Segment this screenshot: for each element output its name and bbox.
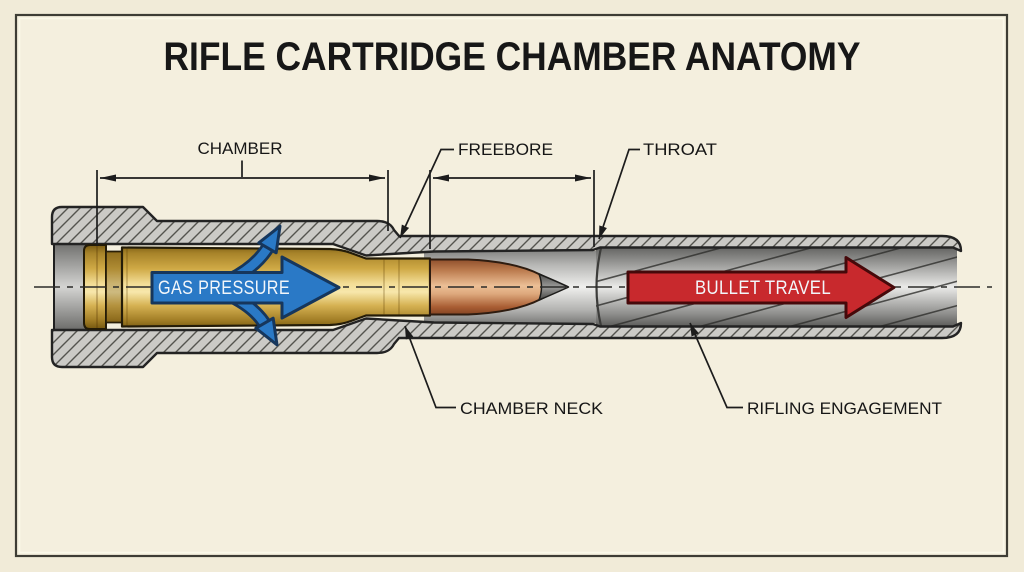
chamber-callout: CHAMBER	[198, 139, 283, 158]
bullet-travel-arrow: BULLET TRAVEL	[626, 256, 896, 319]
frame-inner-highlight	[18, 17, 1005, 554]
freebore-callout: FREEBORE	[458, 140, 553, 159]
rifling-engagement-callout: RIFLING ENGAGEMENT	[747, 399, 942, 418]
bullet-travel-arrow-shape	[626, 256, 896, 319]
freebore-leader-line	[399, 148, 454, 239]
gas-pressure-main-arrow	[150, 255, 341, 320]
gas-arrow-up-head	[257, 224, 282, 255]
rifling-engagement-leader-line	[689, 322, 743, 409]
throat-callout: THROAT	[643, 140, 717, 159]
chamber-neck-leader-line	[404, 325, 456, 409]
gas-pressure-label: GAS PRESSURE	[158, 278, 290, 299]
gas-arrow-down-head	[254, 316, 279, 347]
page-title: RIFLE CARTRIDGE CHAMBER ANATOMY	[164, 35, 861, 79]
throat-leader-line	[598, 148, 640, 240]
chamber-neck-callout: CHAMBER NECK	[460, 399, 604, 418]
gas-pressure-arrows: GAS PRESSURE	[150, 224, 341, 347]
bullet-travel-label: BULLET TRAVEL	[695, 278, 831, 299]
annotations: CHAMBER FREEBORE THROAT CHAMBER NECK RIF…	[96, 139, 942, 418]
